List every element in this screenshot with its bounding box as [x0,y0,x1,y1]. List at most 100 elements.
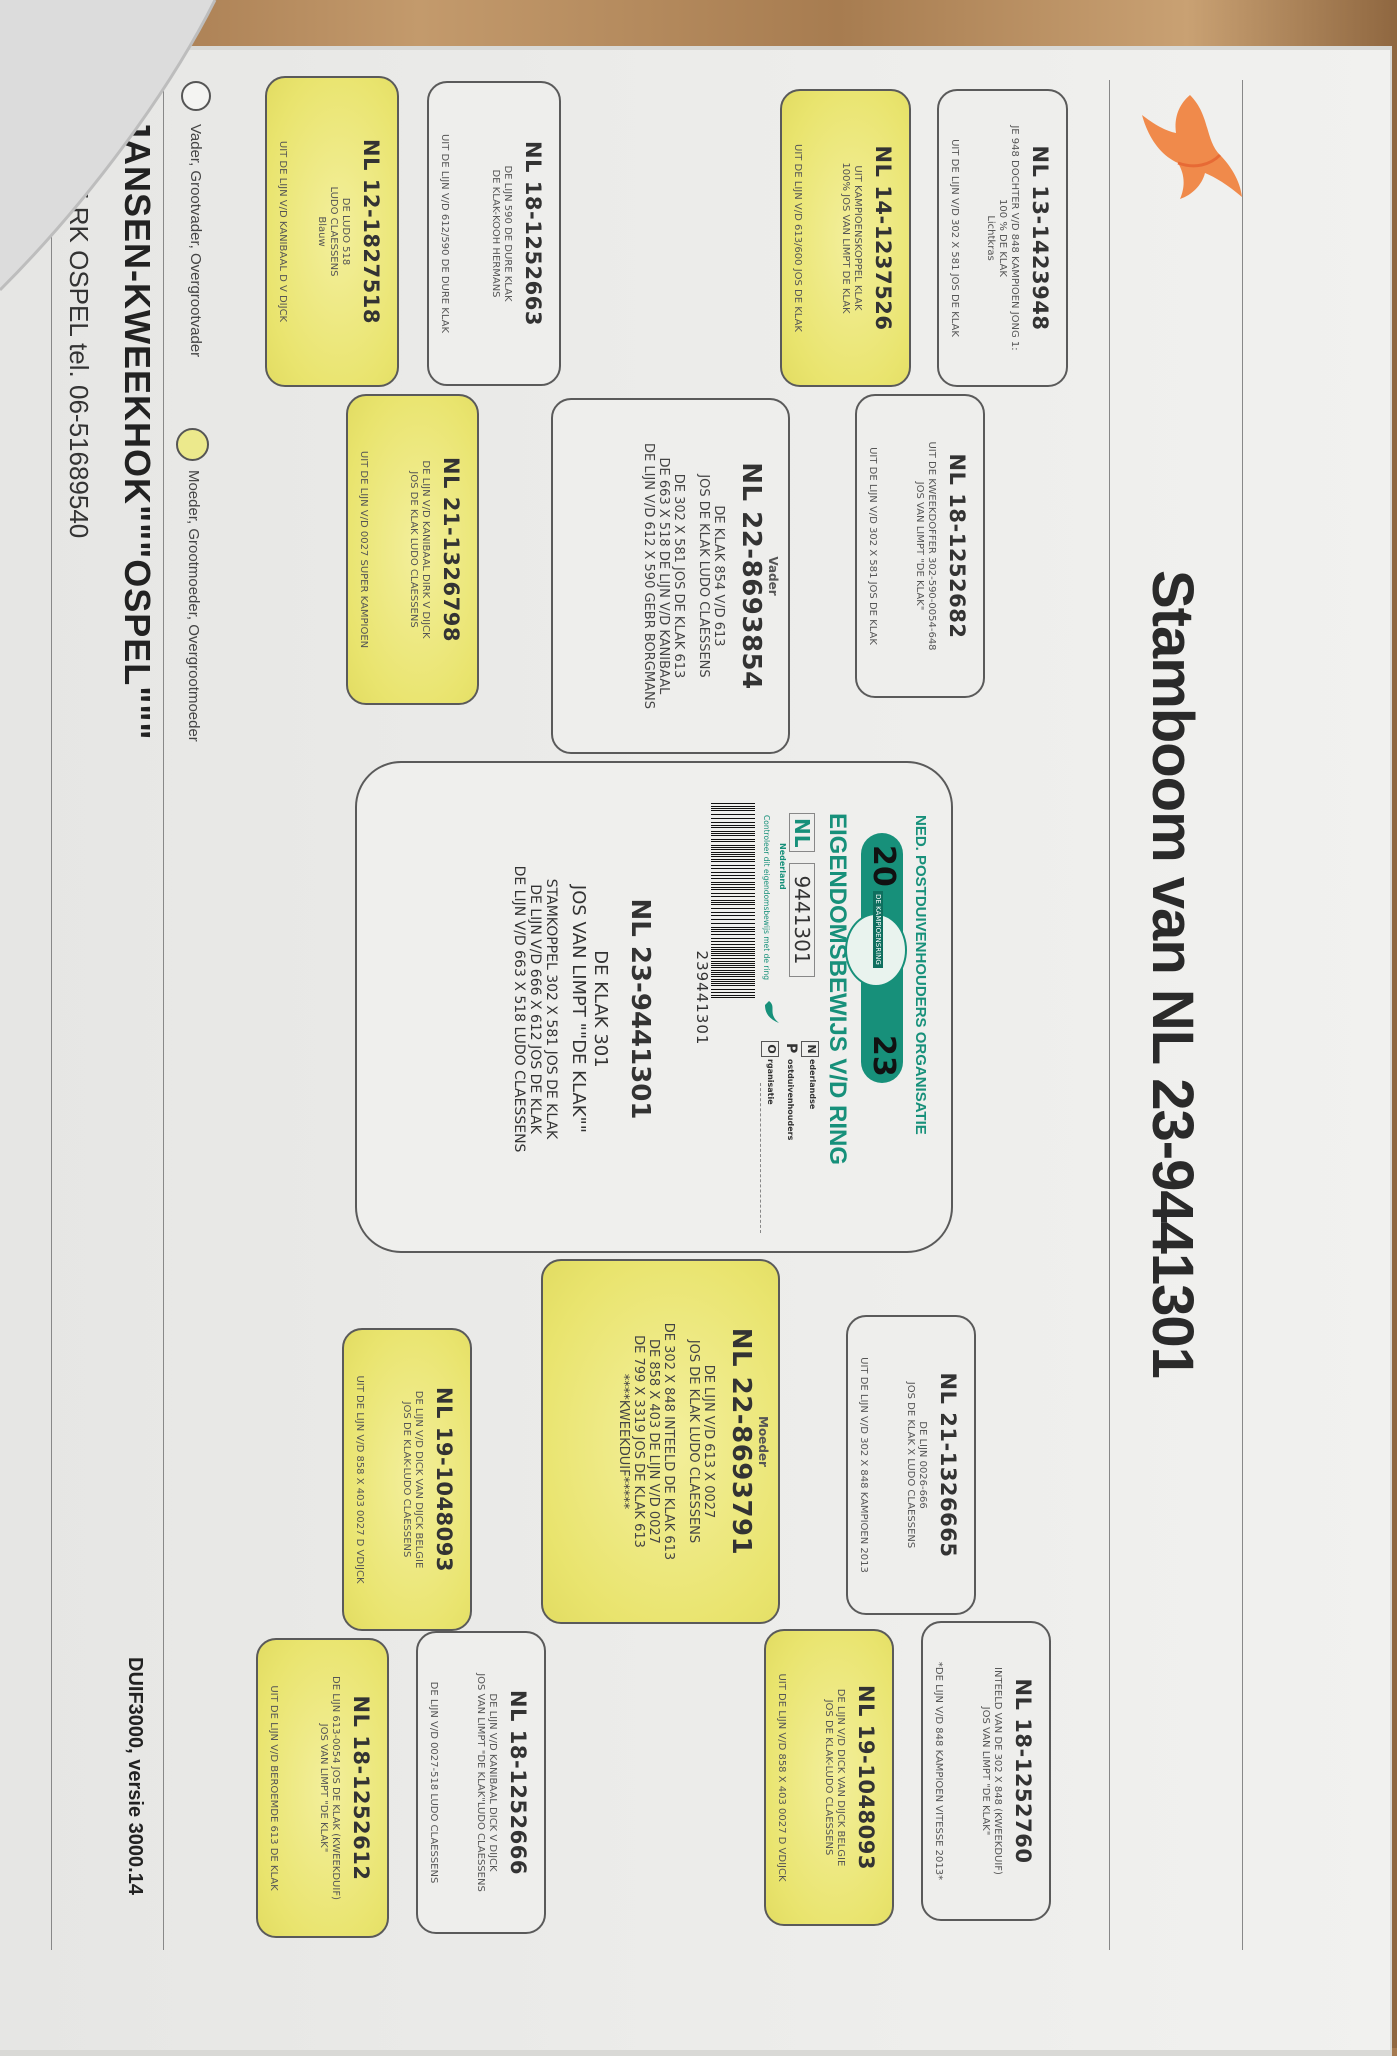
ancestor-lineage: UIT DE LIJN V/D 302 X 581 JOS DE KLAK [867,447,878,645]
barcode-bar [711,845,755,846]
ancestor-lineage: UIT DE LIJN V/D 613/600 JOS DE KLAK [792,144,803,332]
ancestor-line: JE 948 DOCHTER V/D 848 KAMPIOEN JONG 1: [1009,125,1020,351]
mother-line: DE 858 X 403 DE LIJN V/D 0027 [646,1339,661,1544]
barcode-bar [711,887,755,888]
ancestor-line: JOS VAN LIMPT "DE KLAK" [914,481,925,611]
pigeon-icon [765,1001,779,1023]
ancestor-line: DE LIJN 613-0054 JOS DE KLAK (KWEEKDUIF) [330,1676,341,1900]
ancestor-line: DE LIJN V/D KANIBAAL DICK V DIJCK [487,1693,498,1872]
ancestor-ring-number: NL 18-1252663 [521,141,545,326]
barcode-bar [711,955,755,956]
barcode-bar [711,893,755,894]
ring-check-text: Controleer dit eigendomsbewijs met de ri… [762,815,771,981]
barcode-bar [711,841,755,842]
ring-org-name: NED. POSTDUIVENHOUDERS ORGANISATIE [912,815,929,1135]
mother-line: DE 799 X 3319 JOS DE KLAK 613 [631,1335,646,1548]
barcode-bar [711,929,755,930]
ancestor-line: INTEELD VAN DE 302 X 848 (KWEEKDUIF) [992,1667,1003,1875]
barcode-bar [711,938,755,939]
subject-name: DE KLAK 301 [590,950,611,1068]
ancestor-lineage: UIT DE LIJN V/D 858 X 403 0027 D VDIJCK [354,1375,365,1584]
barcode-bar [711,934,755,935]
barcode-bar [711,947,755,948]
bird-logo-icon [1142,95,1242,199]
barcode-bar [711,958,755,959]
barcode-bar [711,923,755,924]
mother-card[interactable]: Moeder NL 22-8693791 DE LIJN V/D 613 X 0… [541,1259,780,1624]
barcode-bar [711,882,755,883]
barcode-bar [711,822,755,823]
ancestor-line: UIT KAMPIOENSKOPPEL KLAK [852,165,863,311]
barcode-bar [711,825,755,826]
ancestor-line: DE LIJN 590 DE DURE KLAK [502,165,513,302]
ancestor-lineage: UIT DE LIJN V/D 612/590 DE DURE KLAK [439,133,450,334]
barcode-bar [711,976,755,977]
barcode-bar [711,983,755,984]
father-card[interactable]: Vader NL 22-8693854 DE KLAK 854 V/D 613 … [551,398,790,754]
barcode-bar [711,965,755,966]
father-line: DE LIJN V/D 612 X 590 GEBR BORGMANS [641,443,656,709]
barcode-bar [711,985,755,986]
npo-line: ederlandse [808,1059,817,1110]
ring-badge: DE KAMPIOENSRING [873,891,883,968]
ancestor-lineage: UIT DE LIJN V/D BEROEMDE 613 DE KLAK [268,1685,279,1891]
subject-line: DE LIJN V/D 666 X 612 JOS DE KLAK [527,884,543,1134]
ancestor-line: 100% JOS VAN LIMPT DE KLAK [840,162,851,314]
barcode-bar [711,949,755,950]
barcode-bar [711,835,755,836]
ancestor-line: JOS DE KLAK X LUDO CLAESSENS [905,1381,916,1549]
subject-card[interactable]: NED. POSTDUIVENHOUDERS ORGANISATIE 20 23… [355,761,953,1253]
mother-line: ****KWEEKDUIF***** [616,1373,631,1510]
barcode-bar [711,852,755,853]
barcode-bar [711,900,755,901]
barcode-bar [711,970,755,971]
ancestor-ring-number: NL 12-1827518 [359,139,383,324]
ancestor-line: DE LIJN V/D DICK VAN DIJCK BELGIE [835,1688,846,1867]
barcode-bar [711,868,755,869]
barcode-bar [711,833,755,834]
barcode-bar [711,992,755,993]
barcode-bar [711,902,755,903]
ancestor-card[interactable]: NL 18-1252666 DE LIJN V/D KANIBAAL DICK V… [416,1631,546,1934]
barcode-bar [711,814,755,815]
ancestor-line: UIT DE KWEEKDOFFER 302-590-0054-648 [926,441,937,651]
barcode-bar [711,989,755,990]
ancestor-line: DE KLAK-KOOH HERMANS [490,169,501,298]
ring-doc-title: EIGENDOMSBEWIJS V/D RING [824,813,851,1166]
barcode-bar [711,875,755,876]
ancestor-line: Lichtkras [985,215,996,261]
ancestor-ring-number: NL 18-1252666 [506,1690,530,1875]
mother-line: DE LIJN V/D 613 X 0027 [701,1364,716,1519]
ancestor-ring-number: NL 14-1237526 [871,145,895,331]
footer-rule [163,80,164,1950]
legend-female-label: Moeder, Grootmoeder, Overgrootmoeder [185,470,202,742]
ancestor-lineage: UIT DE LIJN V/D 302 X 581 JOS DE KLAK [949,139,960,337]
barcode-bar [711,827,755,828]
barcode-bar [711,839,755,840]
subject-breeder: JOS VAN LIMPT ""DE KLAK"" [568,884,589,1134]
barcode-bar [711,806,755,807]
software-version: DUIF3000, versie 3000.14 [124,1657,146,1895]
barcode [711,803,755,1193]
barcode-bar [711,908,755,909]
father-line: DE KLAK 854 V/D 613 [711,505,726,647]
barcode-bar [711,981,755,982]
barcode-number: 239441301 [693,950,711,1046]
ancestor-lineage: DE LIJN V/D 0027-518 LUDO CLAESSENS [428,1681,439,1884]
ancestor-line: DE LIJN V/D DICK VAN DIJCK BELGIE [413,1390,424,1569]
barcode-bar [711,803,755,804]
barcode-bar [711,919,755,920]
npo-letter: N [801,1041,819,1057]
subject-line: DE LIJN V/D 663 X 518 LUDO CLAESSENS [511,865,527,1153]
